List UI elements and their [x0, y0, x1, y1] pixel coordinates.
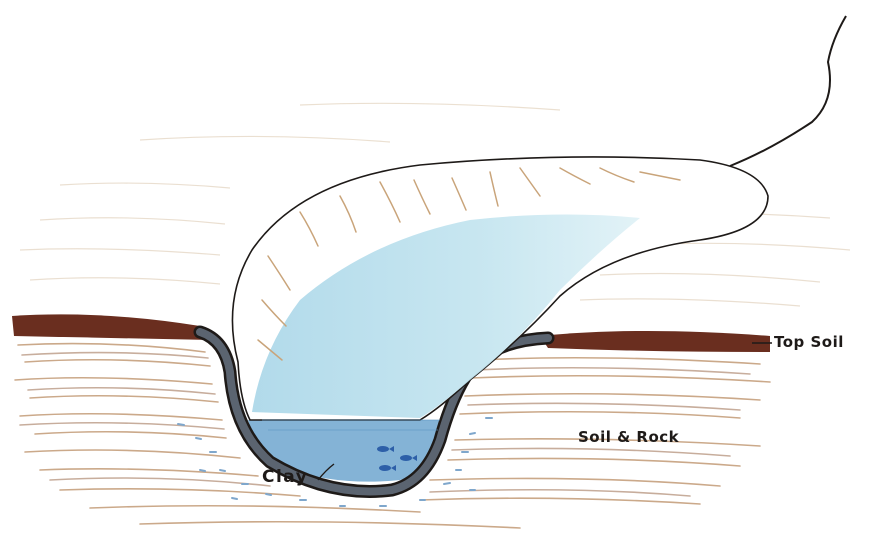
outflow-line [730, 16, 846, 166]
clay-label: Clay [262, 467, 308, 487]
top-soil-label: Top Soil [774, 333, 844, 351]
top-soil-right [540, 331, 770, 352]
soil-rock-label: Soil & Rock [578, 428, 679, 446]
top-soil-left [12, 314, 212, 340]
